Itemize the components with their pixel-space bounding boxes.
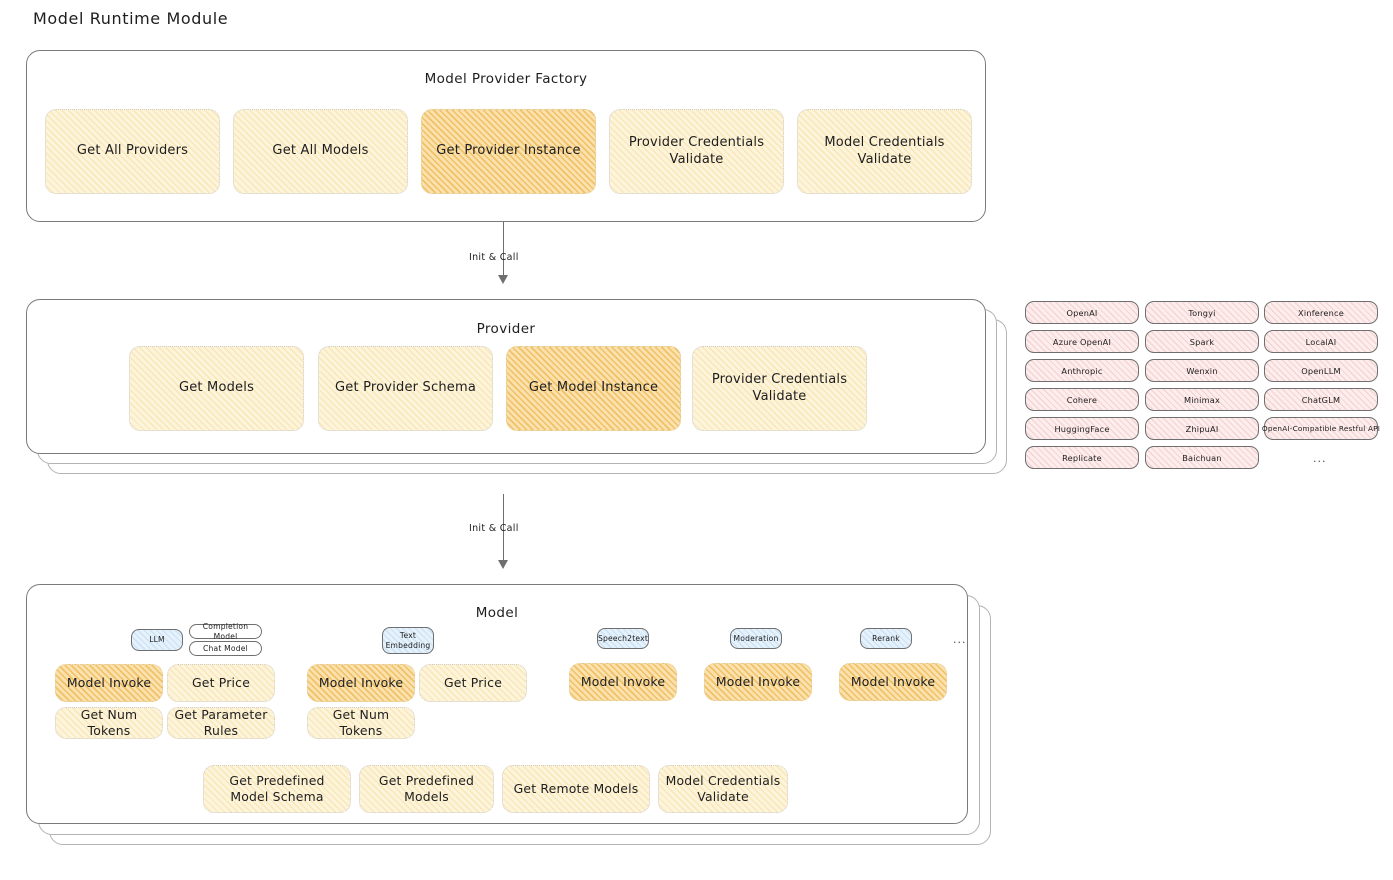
arrow-provider-to-model-label: Init & Call	[469, 523, 519, 534]
model-provider-factory-title: Model Provider Factory	[424, 71, 588, 87]
page-title: Model Runtime Module	[33, 9, 229, 28]
provider-method-get-model-instance[interactable]: Get Model Instance	[506, 346, 681, 431]
provider-method-provider-credentials-validate[interactable]: Provider Credentials Validate	[692, 346, 867, 431]
provider-chip-openllm[interactable]: OpenLLM	[1264, 359, 1378, 382]
model-subtype-badge-chat-model[interactable]: Chat Model	[189, 641, 262, 656]
provider-method-get-models[interactable]: Get Models	[129, 346, 304, 431]
provider-chip-zhipuai[interactable]: ZhipuAI	[1145, 417, 1259, 440]
model-type-badge-moderation[interactable]: Moderation	[730, 628, 782, 649]
provider-title: Provider	[476, 321, 536, 337]
provider-chip-minimax[interactable]: Minimax	[1145, 388, 1259, 411]
provider-chip-replicate[interactable]: Replicate	[1025, 446, 1139, 469]
moderation-method-model-invoke[interactable]: Model Invoke	[704, 663, 812, 701]
provider-chip-openai[interactable]: OpenAI	[1025, 301, 1139, 324]
model-common-method-get-remote-models[interactable]: Get Remote Models	[502, 765, 650, 813]
provider-method-get-provider-schema[interactable]: Get Provider Schema	[318, 346, 493, 431]
model-common-method-get-predefined-models[interactable]: Get Predefined Models	[359, 765, 494, 813]
factory-method-model-credentials-validate[interactable]: Model Credentials Validate	[797, 109, 972, 194]
provider-chip-huggingface[interactable]: HuggingFace	[1025, 417, 1139, 440]
provider-chip-tongyi[interactable]: Tongyi	[1145, 301, 1259, 324]
model-type-badge-llm[interactable]: LLM	[131, 629, 183, 651]
model-type-badge-text-embedding[interactable]: Text Embedding	[382, 627, 434, 654]
provider-chip-wenxin[interactable]: Wenxin	[1145, 359, 1259, 382]
provider-chip-openai-compatible-restful-api[interactable]: OpenAI-Compatible Restful API	[1262, 417, 1380, 440]
model-types-more-ellipsis: ...	[953, 633, 967, 646]
factory-method-provider-credentials-validate[interactable]: Provider Credentials Validate	[609, 109, 784, 194]
text-embedding-method-get-num-tokens[interactable]: Get Num Tokens	[307, 707, 415, 739]
llm-method-get-num-tokens[interactable]: Get Num Tokens	[55, 707, 163, 739]
provider-card: Provider Get Models Get Provider Schema …	[26, 299, 986, 454]
factory-method-get-all-models[interactable]: Get All Models	[233, 109, 408, 194]
model-provider-factory-card: Model Provider Factory Get All Providers…	[26, 50, 986, 222]
llm-method-get-parameter-rules[interactable]: Get Parameter Rules	[167, 707, 275, 739]
provider-chip-azure-openai[interactable]: Azure OpenAI	[1025, 330, 1139, 353]
arrow-provider-to-model-head	[498, 560, 508, 569]
model-card: Model LLM Completion Model Chat Model Mo…	[26, 584, 968, 824]
text-embedding-method-model-invoke[interactable]: Model Invoke	[307, 664, 415, 702]
provider-list-more-ellipsis: ...	[1313, 452, 1327, 465]
arrow-provider-to-model-line	[503, 494, 504, 562]
model-type-badge-speech2text[interactable]: Speech2text	[597, 628, 649, 649]
text-embedding-method-get-price[interactable]: Get Price	[419, 664, 527, 702]
model-type-badge-rerank[interactable]: Rerank	[860, 628, 912, 649]
factory-method-get-provider-instance[interactable]: Get Provider Instance	[421, 109, 596, 194]
provider-chip-localai[interactable]: LocalAI	[1264, 330, 1378, 353]
provider-chip-baichuan[interactable]: Baichuan	[1145, 446, 1259, 469]
model-title: Model	[475, 605, 519, 621]
provider-chip-cohere[interactable]: Cohere	[1025, 388, 1139, 411]
arrow-factory-to-provider-line	[503, 222, 504, 280]
model-common-method-get-predefined-model-schema[interactable]: Get Predefined Model Schema	[203, 765, 351, 813]
provider-chip-spark[interactable]: Spark	[1145, 330, 1259, 353]
rerank-method-model-invoke[interactable]: Model Invoke	[839, 663, 947, 701]
model-subtype-badge-completion-model[interactable]: Completion Model	[189, 622, 262, 641]
factory-method-get-all-providers[interactable]: Get All Providers	[45, 109, 220, 194]
model-common-method-model-credentials-validate[interactable]: Model Credentials Validate	[658, 765, 788, 813]
llm-method-get-price[interactable]: Get Price	[167, 664, 275, 702]
arrow-factory-to-provider-head	[498, 275, 508, 284]
speech2text-method-model-invoke[interactable]: Model Invoke	[569, 663, 677, 701]
provider-chip-anthropic[interactable]: Anthropic	[1025, 359, 1139, 382]
provider-chip-xinference[interactable]: Xinference	[1264, 301, 1378, 324]
provider-chip-chatglm[interactable]: ChatGLM	[1264, 388, 1378, 411]
llm-method-model-invoke[interactable]: Model Invoke	[55, 664, 163, 702]
arrow-factory-to-provider-label: Init & Call	[469, 252, 519, 263]
